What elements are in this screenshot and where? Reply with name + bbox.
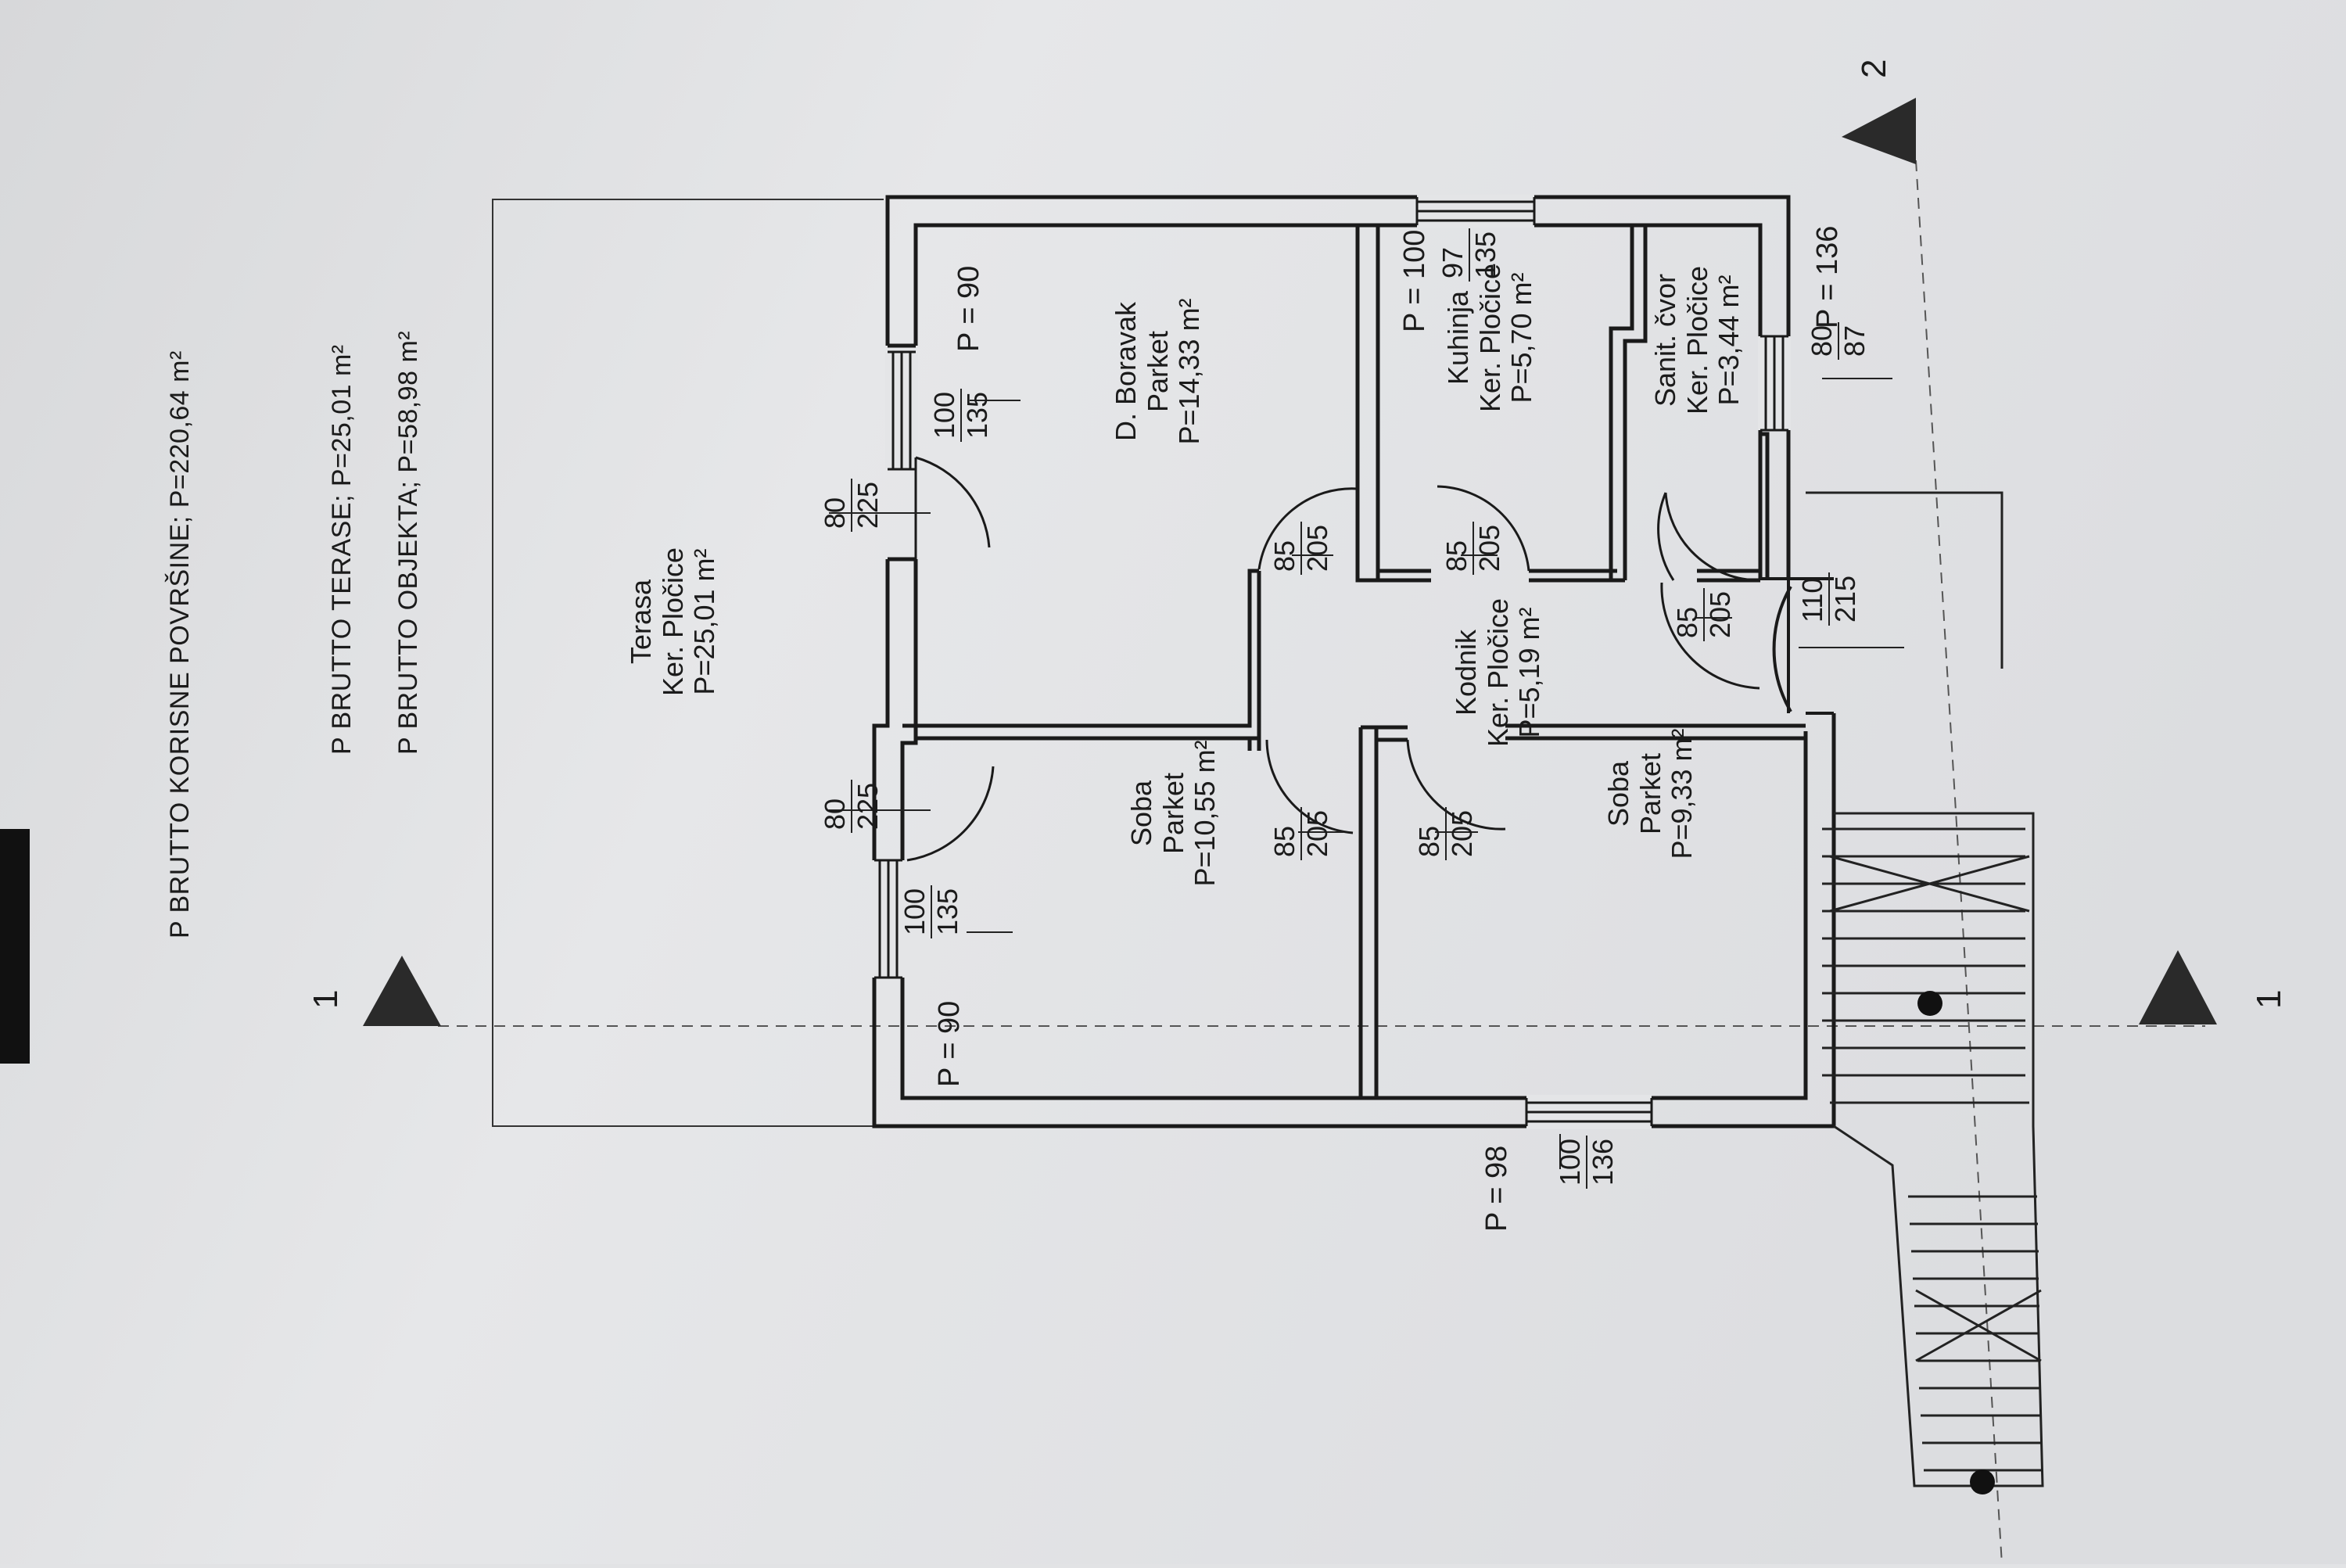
room-label-kodnik: Kodnik Ker. Pločice P=5,19 m²: [1450, 597, 1546, 748]
summary-brutto-terase: P BRUTTO TERASE; P=25,01 m²: [327, 344, 357, 755]
parapet-kuhinja: P = 100: [1398, 229, 1431, 332]
summary-brutto-objekta: P BRUTTO OBJEKTA; P=58,98 m²: [393, 330, 423, 755]
section-marker-1-right: [2139, 950, 2217, 1024]
door-arcs: [906, 456, 1760, 862]
stairs: [1806, 491, 2044, 1487]
room-label-dnevni-boravak: D. Boravak Parket P=14,33 m²: [1110, 298, 1206, 445]
living-room-window: [888, 350, 916, 471]
parapet-soba-west: P = 90: [933, 1000, 966, 1087]
parapet-sanit: P = 136: [1811, 225, 1844, 328]
parapet-soba-south: P = 98: [1480, 1145, 1513, 1232]
room-label-soba-1: Soba Parket P=10,55 m²: [1125, 740, 1221, 887]
sheet-edge-mark: [0, 829, 30, 1064]
bathroom-window: [1760, 335, 1788, 432]
room-label-terasa: Terasa Ker. Pločice P=25,01 m²: [625, 547, 721, 697]
room-label-sanitarni-cvor: Sanit. čvor Ker. Pločice P=3,44 m²: [1649, 265, 1745, 415]
parapet-boravak: P = 90: [952, 265, 985, 352]
section-label-1-right: 1: [2250, 989, 2288, 1009]
stair-marker-top: [1917, 991, 1942, 1016]
stair-marker-bottom: [1970, 1469, 1995, 1494]
terrace-outline: [492, 199, 884, 1127]
summary-brutto-korisne-povrsine: P BRUTTO KORISNE POVRŠINE; P=220,64 m²: [165, 350, 195, 938]
interior-walls: [902, 225, 1806, 1098]
room-label-soba-2: Soba Parket P=9,33 m²: [1602, 728, 1699, 859]
room-window-south: [1525, 1098, 1653, 1126]
section-label-1-left: 1: [307, 989, 345, 1009]
section-marker-1-left: [363, 956, 441, 1026]
entrance-door: [1760, 577, 1834, 715]
room-window-west: [874, 859, 902, 979]
section-marker-2: [1842, 98, 1916, 164]
dimension-leaders: [829, 378, 1904, 1169]
room-label-kuhinja: Kuhinja Ker. Pločice P=5,70 m²: [1442, 263, 1538, 413]
section-label-2: 2: [1855, 59, 1893, 78]
kitchen-window: [1415, 197, 1536, 225]
